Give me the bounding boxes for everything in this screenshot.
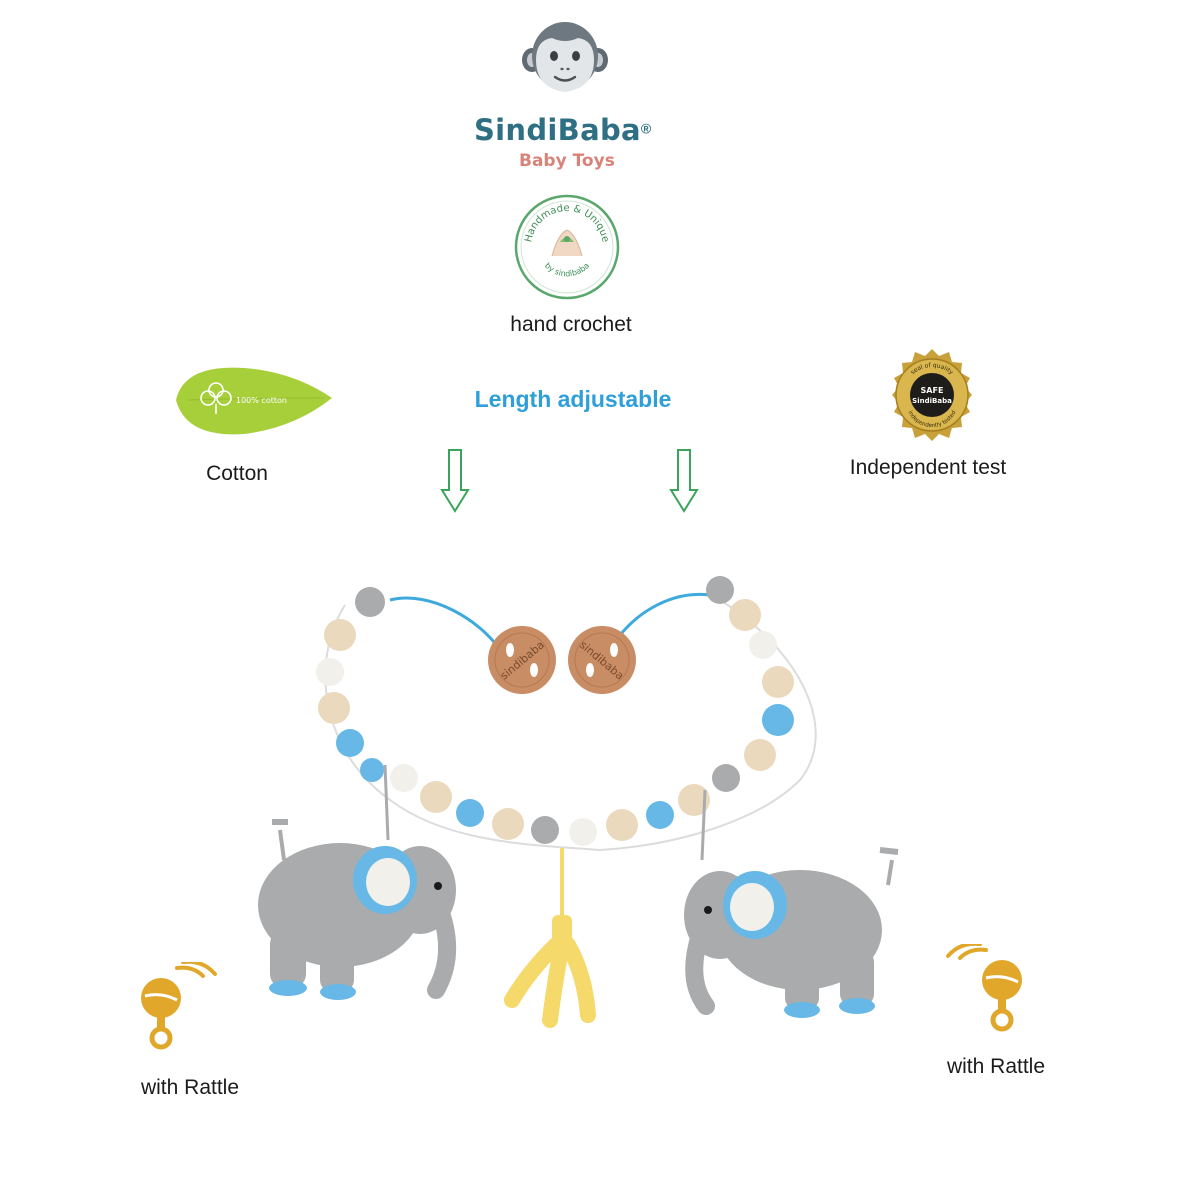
arrow-right xyxy=(669,448,699,514)
product-illustration: sindibaba sindibaba xyxy=(240,560,960,1080)
seal-brand-text: SindiBaba xyxy=(912,397,952,405)
brand-tagline: Baby Toys xyxy=(519,151,615,171)
rattle-left-caption: with Rattle xyxy=(140,1076,240,1099)
brand-name: SindiBaba xyxy=(474,113,641,147)
rattle-left xyxy=(133,959,219,1050)
arrow-down-outline-icon xyxy=(440,449,470,513)
left-elephant xyxy=(258,819,457,1000)
quality-seal-icon: seal of quality independently tested SAF… xyxy=(892,349,972,441)
handmade-badge-icon: Handmade & Unique by sindibaba xyxy=(514,194,620,300)
handmade-badge: Handmade & Unique by sindibaba xyxy=(514,194,620,300)
banana-toy xyxy=(504,915,596,1028)
arrow-down-outline-icon xyxy=(669,449,699,513)
right-elephant xyxy=(684,847,899,1018)
cotton-caption: Cotton xyxy=(206,462,268,485)
brand-logo xyxy=(522,18,608,98)
rattle-right-caption: with Rattle xyxy=(946,1055,1046,1078)
brand-name-row: SindiBaba® xyxy=(474,113,651,147)
independent-test-caption: Independent test xyxy=(849,456,1007,479)
registered-mark: ® xyxy=(640,120,652,137)
length-adjustable-label: Length adjustable xyxy=(474,386,672,412)
rattle-icon xyxy=(946,941,1022,1032)
monkey-face-icon xyxy=(522,22,608,92)
brand-tagline-wrap: Baby Toys xyxy=(519,151,615,171)
quality-seal: seal of quality independently tested SAF… xyxy=(884,347,980,443)
cotton-badge: 100% cotton xyxy=(174,360,334,440)
rattle-icon xyxy=(141,959,217,1050)
seal-safe-text: SAFE xyxy=(921,386,944,395)
arrow-left xyxy=(440,448,470,514)
handmade-caption: hand crochet xyxy=(510,313,632,336)
product-image: sindibaba sindibaba xyxy=(258,576,899,1028)
cotton-leaf-text: 100% cotton xyxy=(236,396,287,405)
rattle-right xyxy=(944,941,1030,1032)
cotton-leaf-icon: 100% cotton xyxy=(176,367,332,435)
